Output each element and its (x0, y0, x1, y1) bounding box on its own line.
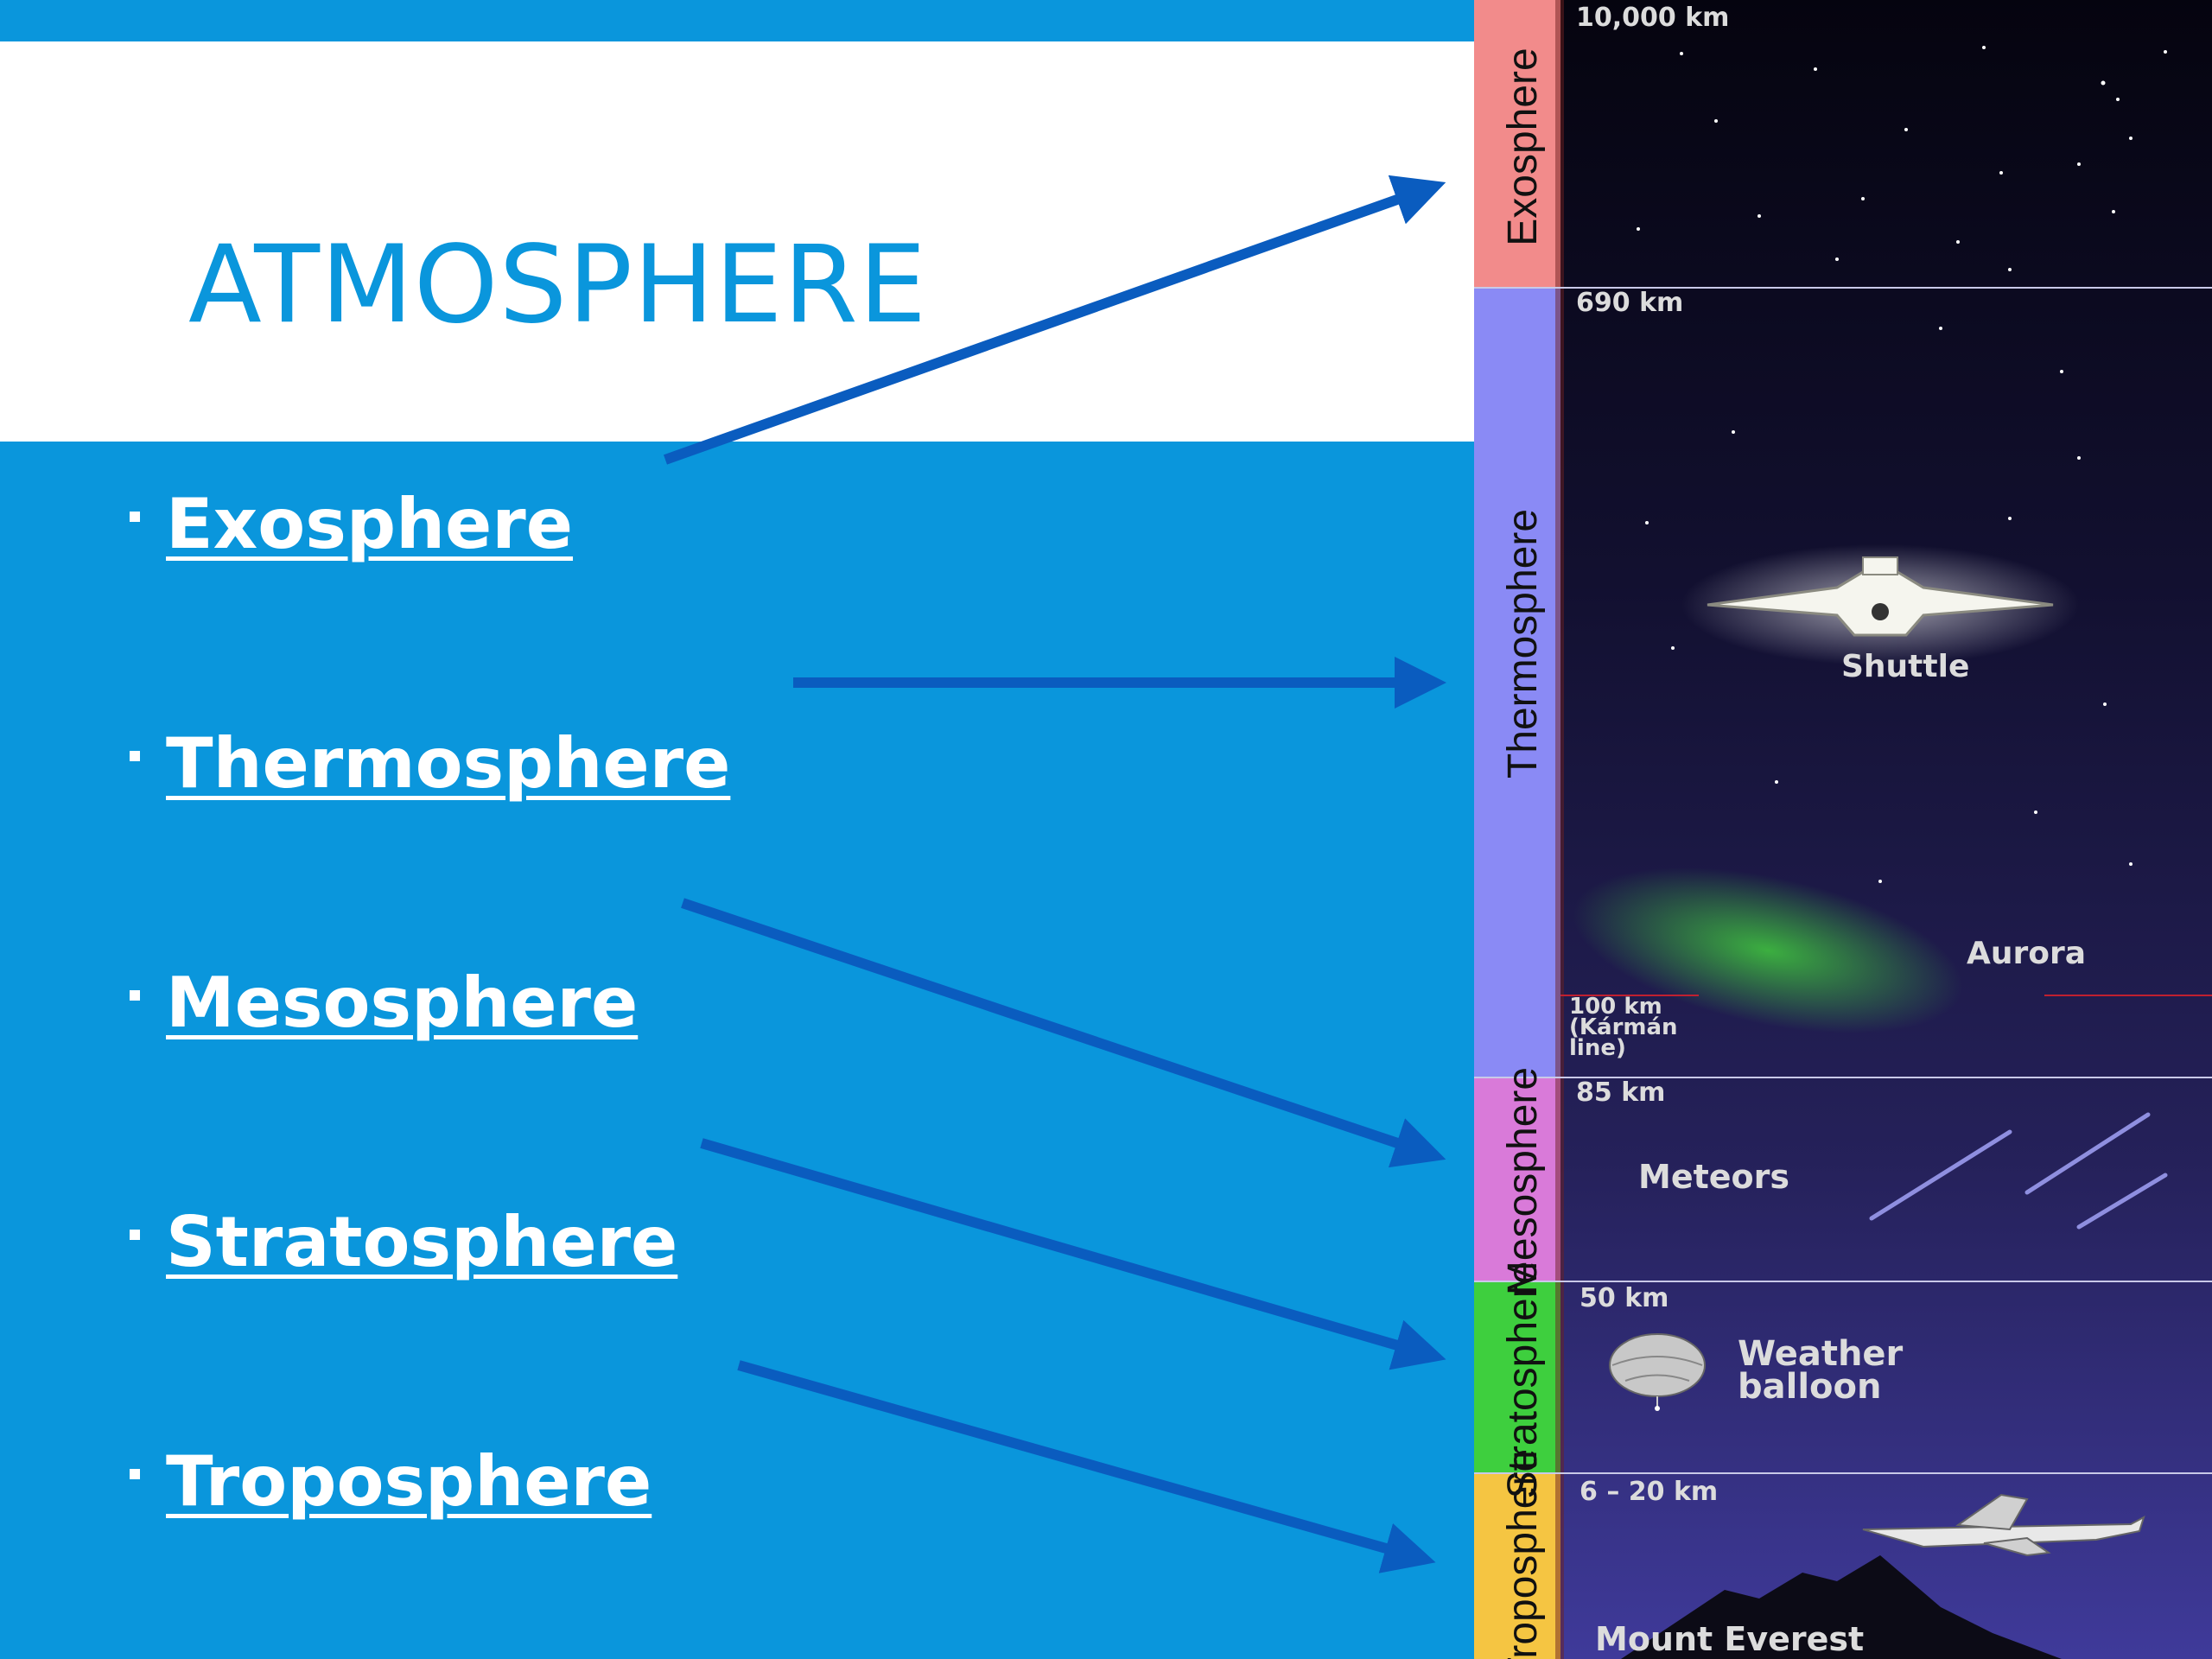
thermosphere-bar (1474, 288, 1560, 1077)
karman-label: 100 km (1569, 994, 1662, 1020)
balloon-label: Weather (1738, 1334, 1904, 1374)
mesosphere-bar (1474, 1077, 1560, 1281)
everest-label: Mount Everest (1595, 1620, 1864, 1658)
altitude-label: 10,000 km (1576, 3, 1729, 33)
bullet-dot (130, 750, 140, 761)
bullet-stratosphere[interactable]: Stratosphere (130, 1202, 677, 1282)
troposphere-bar (1474, 1473, 1560, 1659)
troposphere-vlabel: Troposphere (1500, 1449, 1546, 1659)
aurora-label: Aurora (1967, 936, 2086, 971)
bullet-dot (130, 989, 140, 1001)
bar-edge (1555, 0, 1564, 1659)
bullet-troposphere[interactable]: Troposphere (130, 1441, 652, 1522)
airplane-icon (1862, 1493, 2145, 1557)
balloon-icon (1609, 1333, 1706, 1411)
top-band (0, 0, 1474, 41)
meteors-label: Meteors (1638, 1158, 1789, 1196)
exosphere-bar (1474, 0, 1560, 288)
bullet-dot (130, 1229, 140, 1240)
karman-label: (Kármán (1569, 1014, 1678, 1040)
altitude-label: 50 km (1580, 1283, 1669, 1313)
mesosphere-vlabel: Mesosphere (1500, 1067, 1546, 1295)
mountain-silhouette (1621, 1555, 2062, 1659)
aurora-glow (1573, 868, 1963, 1033)
karman-label: line) (1569, 1035, 1626, 1061)
stratosphere-vlabel: Stratosphere (1500, 1262, 1546, 1499)
meteor-streaks (1869, 1112, 2168, 1230)
altitude-label: 85 km (1576, 1077, 1665, 1108)
bullet-mesosphere[interactable]: Mesosphere (130, 963, 638, 1043)
exosphere-vlabel: Exosphere (1500, 48, 1546, 245)
page-title: ATMOSPHERE (188, 223, 928, 347)
shuttle-label: Shuttle (1841, 649, 1969, 684)
link-thermosphere[interactable]: Thermosphere (166, 723, 731, 804)
altitude-label: 6 – 20 km (1580, 1477, 1718, 1507)
bullet-thermosphere[interactable]: Thermosphere (130, 723, 730, 804)
bullet-exosphere[interactable]: Exosphere (130, 484, 573, 564)
atmosphere-diagram: Exosphere Thermosphere Mesosphere Strato… (1474, 0, 2212, 1659)
stars (1637, 46, 2167, 883)
bullet-dot (130, 1468, 140, 1479)
shuttle-icon (1681, 544, 2079, 665)
altitude-label: 690 km (1576, 288, 1683, 318)
link-troposphere[interactable]: Troposphere (166, 1441, 652, 1522)
link-mesosphere[interactable]: Mesosphere (166, 963, 639, 1043)
stratosphere-bar (1474, 1281, 1560, 1473)
link-exosphere[interactable]: Exosphere (166, 484, 574, 564)
bullet-dot (130, 511, 140, 522)
balloon-label: balloon (1738, 1367, 1881, 1407)
title-box: ATMOSPHERE (0, 41, 1474, 442)
thermosphere-vlabel: Thermosphere (1500, 509, 1546, 779)
link-stratosphere[interactable]: Stratosphere (166, 1202, 678, 1282)
